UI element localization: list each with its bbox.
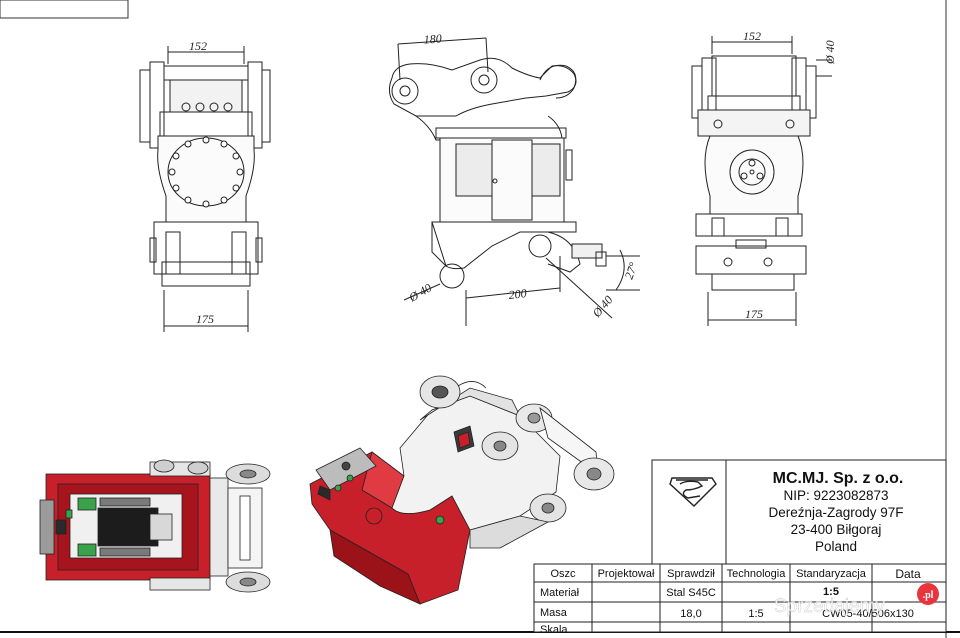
company-street: Dereźnja-Zagrody 97F [768,505,903,520]
company-city: 23-400 Biłgoraj [791,522,882,537]
sheet-corner-box [0,0,129,19]
tb-material-value: Stal S45C [666,587,716,599]
tb-header-standardization: Standaryzacja [796,568,867,580]
dim-rear-base: 175 [745,307,763,321]
side-view [388,37,640,326]
tb-header-designed: Projektował [598,568,655,580]
tb-part-code: CW05-40/506x130 [822,608,914,620]
dim-line-side-length [465,287,561,299]
company-name: MC.MJ. Sp. z o.o. [773,470,904,487]
rear-view [691,36,832,326]
tb-scale-value-1: 1:5 [823,586,839,598]
company-country: Poland [815,539,857,554]
dim-rear-width: 152 [743,29,761,43]
company-nip: NIP: 9223082873 [783,488,888,503]
tb-row-mass-label: Masa [540,607,568,619]
tb-mass-value: 18,0 [680,608,701,620]
tb-scale-value-2: 1:5 [748,608,763,620]
tb-header-oszc: Oszc [550,568,576,580]
dim-side-angle: 27° [622,260,641,281]
top-render-view [39,459,271,593]
watermark-text: Sprzedajemy [774,596,885,617]
tb-row-scale-label: Skala [540,624,568,636]
dim-rear-pin-diameter: Ø 40 [823,40,837,65]
dim-line-side-pins [397,37,487,45]
tb-row-material-label: Materiał [540,587,580,599]
watermark-badge [917,583,939,605]
dim-side-pin-spacing: 180 [423,31,442,46]
isometric-render-view [309,375,615,605]
tb-header-checked: Sprawdził [667,568,715,580]
title-block [533,459,947,633]
tb-header-date: Data [895,567,921,581]
dim-front-width: 152 [189,39,207,53]
dim-front-base: 175 [196,312,214,326]
watermark-badge-text: .pl [923,590,934,601]
watermark: Sprzedajemy .pl [774,583,939,617]
company-logo [669,477,717,507]
front-view [139,46,271,332]
tb-header-technology: Technologia [727,568,787,580]
dim-side-length: 200 [508,286,527,302]
